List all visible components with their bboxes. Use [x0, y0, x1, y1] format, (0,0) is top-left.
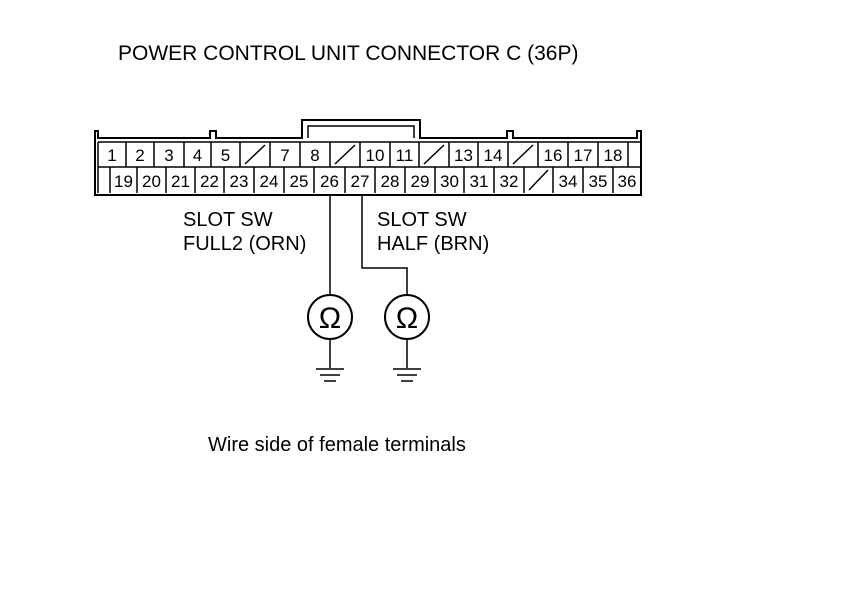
ground-icon: [393, 368, 421, 382]
ground-icon: [316, 368, 344, 382]
connector-housing: [94, 119, 642, 196]
probe-half-label-line1: SLOT SW: [377, 209, 467, 231]
bottom-pin-28: 28: [381, 172, 400, 191]
top-pin-1: 1: [107, 146, 116, 165]
bottom-pin-35: 35: [589, 172, 608, 191]
top-pin-13: 13: [454, 146, 473, 165]
ohm-symbol: Ω: [396, 302, 418, 335]
diagram-title: POWER CONTROL UNIT CONNECTOR C (36P): [118, 42, 578, 65]
top-pin-3: 3: [164, 146, 173, 165]
bottom-pin-31: 31: [470, 172, 489, 191]
probe-full2-label-line2: FULL2 (ORN): [183, 233, 306, 255]
bottom-pin-20: 20: [142, 172, 161, 191]
ohm-symbol: Ω: [319, 302, 341, 335]
top-pin-7: 7: [280, 146, 289, 165]
bottom-pin-29: 29: [411, 172, 430, 191]
bottom-pin-19: 19: [114, 172, 133, 191]
diagram-caption: Wire side of female terminals: [208, 434, 466, 456]
probe-half-label-line2: HALF (BRN): [377, 233, 489, 255]
top-pin-17: 17: [574, 146, 593, 165]
top-pin-10: 10: [366, 146, 385, 165]
top-pin-14: 14: [484, 146, 503, 165]
top-pin-11: 11: [396, 146, 414, 165]
top-pin-8: 8: [310, 146, 319, 165]
bottom-pin-25: 25: [290, 172, 309, 191]
top-pin-16: 16: [544, 146, 563, 165]
connector-lock-tab: [307, 125, 415, 138]
top-pin-4: 4: [193, 146, 202, 165]
bottom-pin-22: 22: [200, 172, 219, 191]
pin-grid: [97, 141, 642, 193]
probe-full2-label-line1: SLOT SW: [183, 209, 273, 231]
bottom-pin-27: 27: [351, 172, 370, 191]
bottom-pin-row: 19 20 21 22 23 24 25 26 27 28 29 30 31 32 34 35 36: [114, 172, 636, 191]
bottom-pin-24: 24: [260, 172, 279, 191]
top-pin-5: 5: [221, 146, 230, 165]
bottom-pin-23: 23: [230, 172, 249, 191]
probe-half: SLOT SW HALF (BRN) Ω: [361, 195, 489, 382]
bottom-pin-30: 30: [440, 172, 459, 191]
probe-half-wire: [361, 195, 408, 295]
probe-full2: SLOT SW FULL2 (ORN) Ω: [183, 195, 353, 382]
bottom-pin-26: 26: [320, 172, 339, 191]
bottom-pin-32: 32: [500, 172, 519, 191]
bottom-pin-21: 21: [171, 172, 190, 191]
bottom-pin-36: 36: [618, 172, 637, 191]
top-pin-18: 18: [604, 146, 623, 165]
bottom-pin-34: 34: [559, 172, 578, 191]
top-pin-2: 2: [135, 146, 144, 165]
